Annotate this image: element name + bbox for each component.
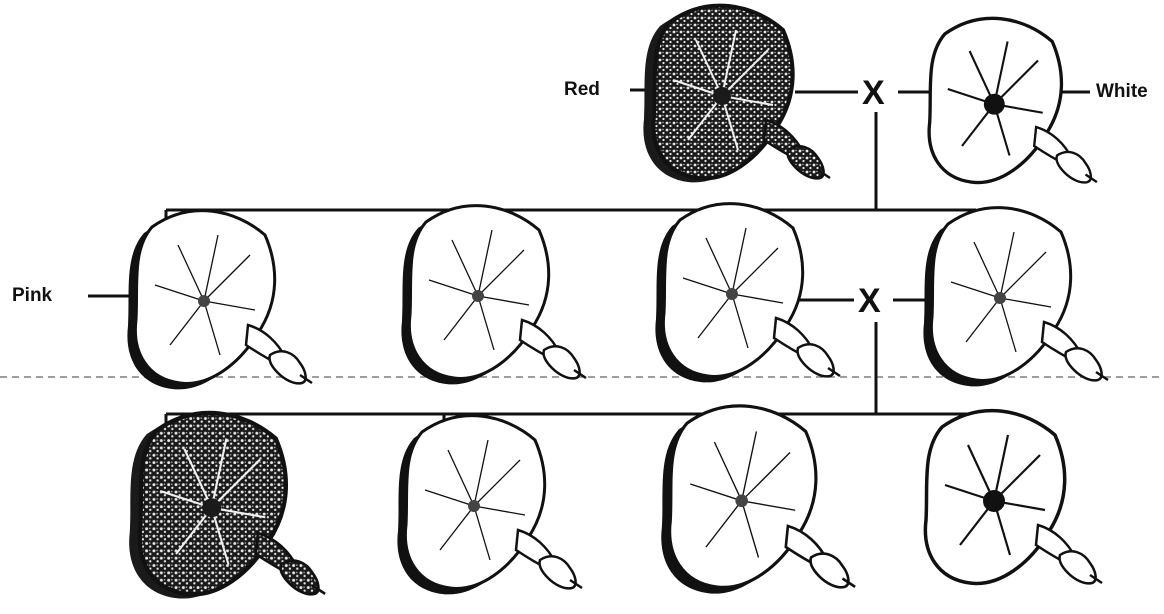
flower-pink-gen3-3 xyxy=(661,406,855,594)
flower-white-gen3-4 xyxy=(917,411,1102,590)
flower-red-gen3-1 xyxy=(129,413,325,599)
label-white: White xyxy=(1096,81,1148,103)
label-pink: Pink xyxy=(12,285,52,307)
flower-pink-gen2-4 xyxy=(923,208,1108,387)
flower-group xyxy=(127,6,1108,599)
flower-pink-gen2-2 xyxy=(401,206,586,385)
flower-pink-gen3-2 xyxy=(397,416,582,595)
flower-pink-gen2-1 xyxy=(127,211,312,390)
cross-symbol-parental: X xyxy=(862,76,885,110)
label-red: Red xyxy=(564,79,600,101)
cross-symbol-f1: X xyxy=(858,284,881,318)
flower-pink-gen2-3 xyxy=(655,204,840,383)
flower-red-gen1-1 xyxy=(643,6,830,183)
flower-white-gen1-2 xyxy=(922,18,1097,188)
